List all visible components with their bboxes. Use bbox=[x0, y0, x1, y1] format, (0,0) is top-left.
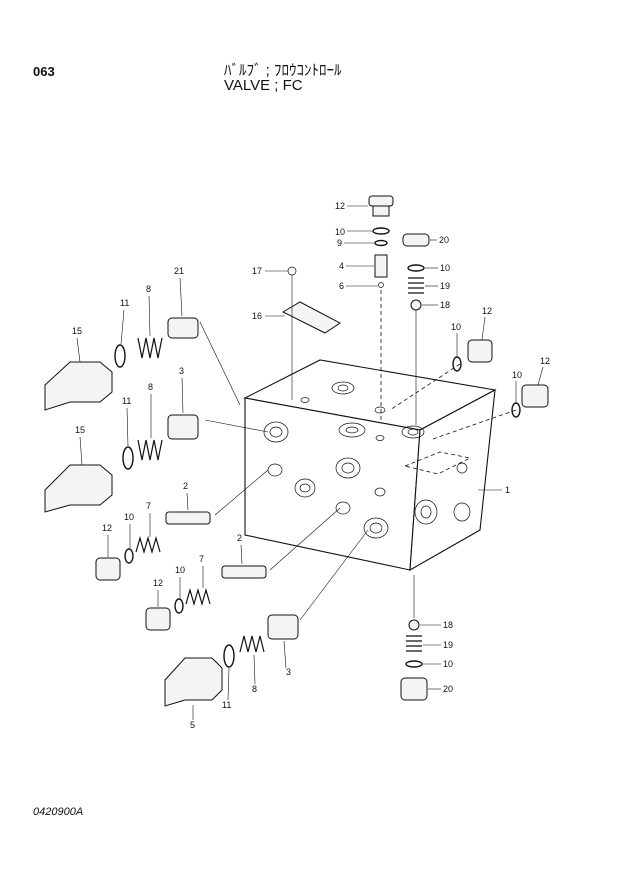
left-row-4 bbox=[145, 507, 341, 631]
callout-10: 10 bbox=[443, 659, 453, 669]
callout-10: 10 bbox=[451, 322, 461, 332]
callout-12: 12 bbox=[153, 578, 163, 588]
callout-3: 3 bbox=[286, 667, 291, 677]
callout-10: 10 bbox=[512, 370, 522, 380]
right-side-plugs bbox=[389, 339, 549, 441]
callout-20: 20 bbox=[443, 684, 453, 694]
callout-10: 10 bbox=[440, 263, 450, 273]
title-english: VALVE ; FC bbox=[224, 77, 303, 94]
left-row-2 bbox=[44, 414, 269, 513]
callout-10: 10 bbox=[175, 565, 185, 575]
callout-12: 12 bbox=[482, 306, 492, 316]
callout-2: 2 bbox=[237, 533, 242, 543]
left-row-5 bbox=[164, 529, 369, 707]
callout-9: 9 bbox=[337, 238, 342, 248]
page-number: 063 bbox=[33, 64, 55, 79]
callout-5: 5 bbox=[190, 720, 195, 730]
callout-12: 12 bbox=[335, 201, 345, 211]
callout-15: 15 bbox=[75, 425, 85, 435]
right-top-stack bbox=[402, 233, 430, 425]
valve-body bbox=[243, 359, 497, 571]
callout-20: 20 bbox=[439, 235, 449, 245]
callout-18: 18 bbox=[440, 300, 450, 310]
callout-11: 11 bbox=[120, 298, 129, 308]
callout-21: 21 bbox=[174, 266, 184, 276]
callout-8: 8 bbox=[146, 284, 151, 294]
callout-8: 8 bbox=[148, 382, 153, 392]
callout-2: 2 bbox=[183, 481, 188, 491]
callout-16: 16 bbox=[252, 311, 262, 321]
callout-19: 19 bbox=[440, 281, 450, 291]
callout-7: 7 bbox=[146, 501, 151, 511]
callout-4: 4 bbox=[339, 261, 344, 271]
callout-12: 12 bbox=[102, 523, 112, 533]
callout-7: 7 bbox=[199, 554, 204, 564]
left-row-3 bbox=[95, 469, 269, 581]
callout-10: 10 bbox=[335, 227, 345, 237]
callout-15: 15 bbox=[72, 326, 82, 336]
callout-3: 3 bbox=[179, 366, 184, 376]
callout-11: 11 bbox=[222, 700, 231, 710]
cover-plate bbox=[281, 266, 341, 400]
title-japanese: ﾊﾞﾙﾌﾞ ; ﾌﾛｳｺﾝﾄﾛｰﾙ bbox=[224, 62, 342, 79]
callout-12: 12 bbox=[540, 356, 550, 366]
callout-6: 6 bbox=[339, 281, 344, 291]
callout-17: 17 bbox=[252, 266, 262, 276]
callout-10: 10 bbox=[124, 512, 134, 522]
callout-labels: 1 12 10 9 4 6 17 16 20 10 19 18 10 12 10… bbox=[72, 201, 550, 730]
top-plug-stack bbox=[368, 195, 394, 420]
callout-18: 18 bbox=[443, 620, 453, 630]
bottom-right-stack bbox=[400, 575, 428, 701]
callout-11: 11 bbox=[122, 396, 131, 406]
drawing-code: 0420900A bbox=[33, 806, 84, 818]
callout-19: 19 bbox=[443, 640, 453, 650]
callout-8: 8 bbox=[252, 684, 257, 694]
callout-1: 1 bbox=[505, 485, 510, 495]
